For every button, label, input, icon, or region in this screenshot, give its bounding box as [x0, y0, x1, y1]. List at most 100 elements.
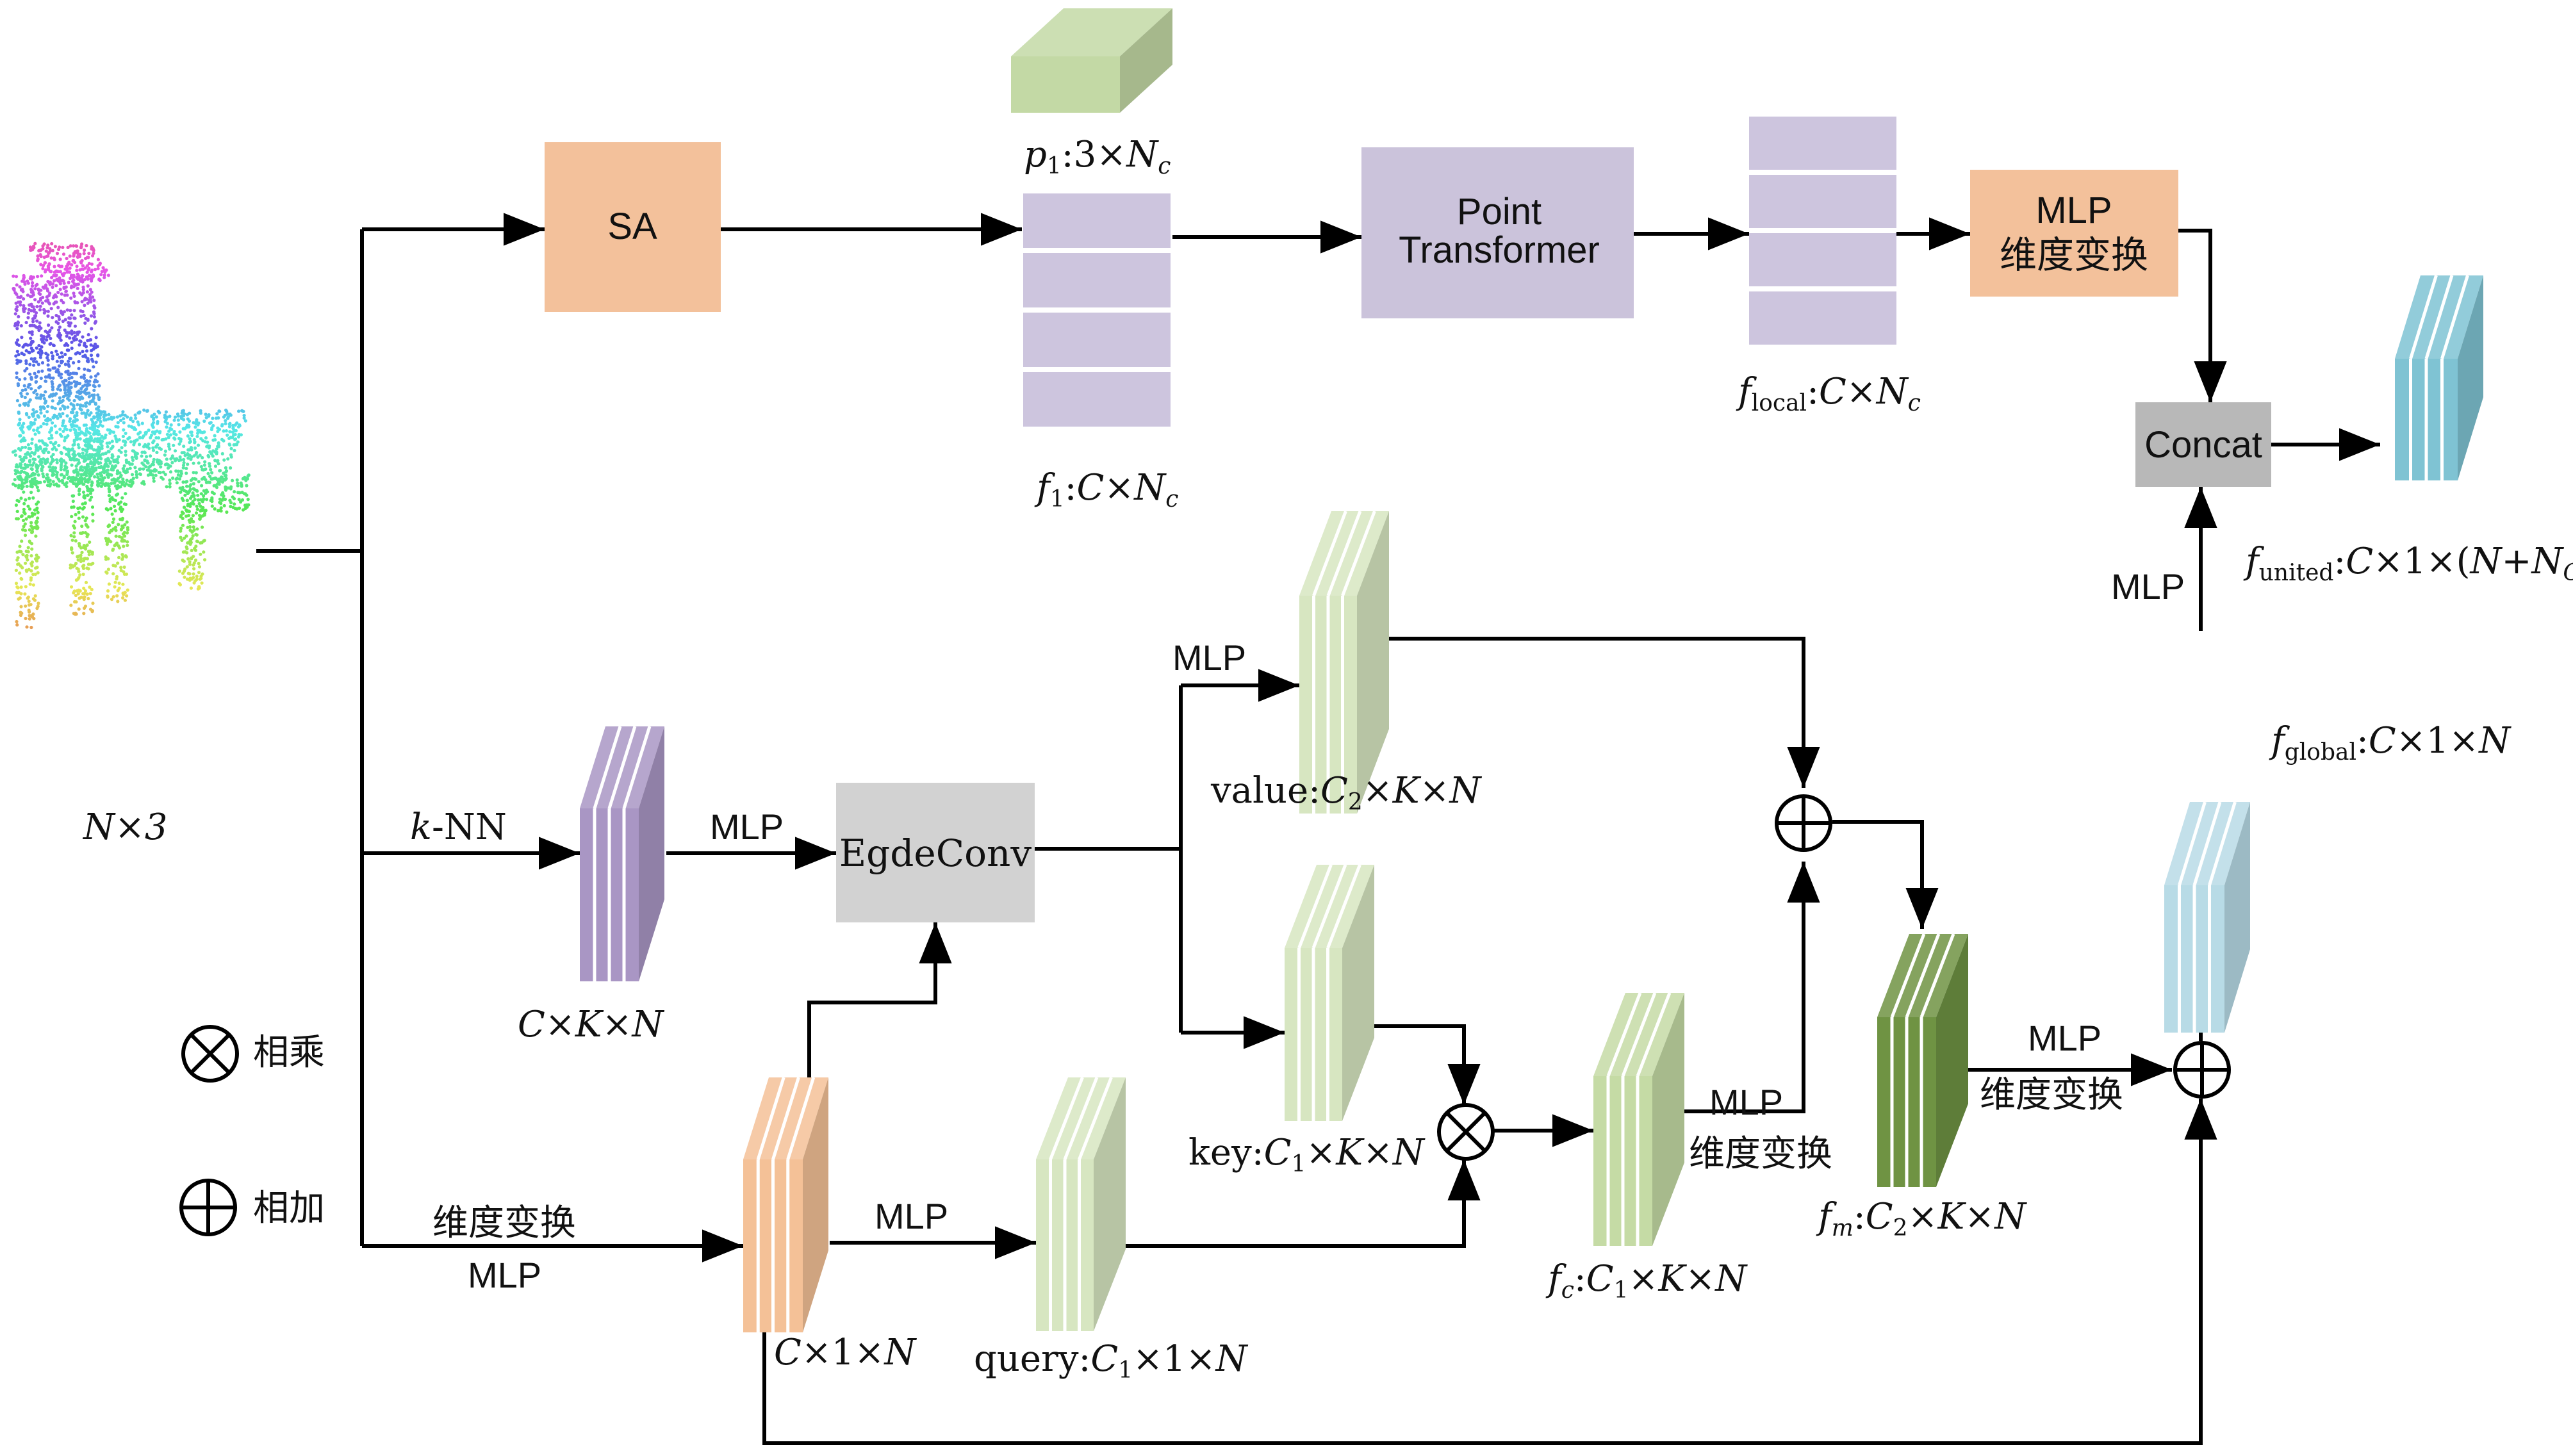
point-cloud-dot [78, 339, 82, 343]
point-cloud-dot [30, 485, 34, 489]
point-cloud-dot [233, 490, 236, 494]
point-cloud-dot [32, 391, 36, 395]
point-cloud-dot [76, 558, 80, 562]
point-cloud-dot [107, 484, 111, 488]
point-cloud-dot [37, 455, 41, 459]
value-cuboid-slab-line [1312, 511, 1347, 596]
point-cloud-dot [92, 388, 96, 393]
point-cloud-dot [246, 498, 250, 502]
point-cloud-dot [99, 420, 103, 423]
point-cloud-dot [51, 385, 54, 389]
point-cloud-dot [13, 323, 17, 327]
point-cloud-dot [81, 267, 85, 271]
point-cloud-dot [28, 540, 32, 544]
point-cloud-dot [106, 594, 110, 598]
point-cloud-dot [51, 357, 54, 361]
point-cloud-dot [85, 275, 88, 279]
point-cloud-dot [217, 409, 221, 413]
point-cloud-dot [229, 466, 233, 470]
point-cloud-dot [30, 332, 34, 336]
point-cloud-dot [124, 431, 127, 436]
point-cloud-dot [25, 413, 29, 416]
point-cloud-dot [80, 524, 84, 528]
point-cloud-dot [51, 394, 54, 398]
ckn-label-part: N [631, 1004, 665, 1045]
point-cloud-dot [18, 596, 22, 600]
mlp-dim-top-label-line2: 维度变换 [2000, 234, 2148, 276]
point-cloud-dot [72, 439, 76, 443]
funited-label-part: C [2563, 560, 2573, 586]
tensor-cuboids [580, 8, 2483, 1332]
point-cloud-dot [179, 527, 183, 530]
point-cloud-dot [111, 547, 115, 552]
point-cloud-dot [19, 359, 22, 363]
point-cloud-dot [23, 377, 27, 380]
point-cloud-dot [181, 486, 185, 489]
point-cloud-dot [38, 292, 42, 296]
point-cloud-dot [178, 430, 182, 434]
point-cloud-dot [82, 313, 86, 317]
point-cloud-dot [16, 384, 21, 388]
fglobal-label-part: global [2285, 739, 2356, 765]
c1n-cuboid-slab-line [771, 1077, 800, 1160]
point-cloud-dot [35, 410, 38, 414]
point-cloud-dot [72, 470, 76, 473]
point-cloud-dot [119, 566, 123, 569]
point-cloud-dot [197, 480, 201, 484]
point-cloud-dot [83, 304, 86, 307]
fglobal-cuboid-face [2224, 802, 2250, 1033]
point-cloud-dot [69, 566, 72, 570]
point-cloud-dot [111, 430, 115, 434]
point-cloud-dot [67, 448, 70, 452]
c1n-cuboid [743, 1077, 828, 1332]
point-cloud-dot [85, 535, 89, 539]
point-cloud-dot [99, 273, 103, 277]
point-cloud-dot [69, 428, 72, 432]
point-cloud-dot [58, 265, 62, 268]
point-cloud-dot [204, 509, 208, 512]
point-cloud-dot [88, 288, 92, 291]
point-cloud-dot [165, 432, 169, 436]
point-cloud-dot [109, 507, 113, 511]
point-cloud-dot [22, 502, 26, 505]
point-cloud-dot [218, 469, 222, 473]
point-cloud-dot [115, 415, 119, 419]
p1-cuboid-face [1011, 56, 1120, 113]
point-cloud-dot [36, 448, 40, 452]
key-cuboid-slab-line [1326, 864, 1361, 949]
point-cloud-dot [131, 420, 135, 423]
point-cloud-dot [114, 534, 118, 538]
point-cloud-dot [195, 507, 199, 511]
point-cloud-dot [54, 269, 58, 273]
fm-cuboid-slab-line [1919, 933, 1955, 1018]
point-cloud-dot [69, 386, 73, 389]
point-cloud-dot [79, 387, 83, 391]
point-cloud-dot [193, 446, 197, 450]
point-cloud-dot [69, 357, 72, 361]
point-cloud-dot [75, 411, 79, 415]
point-cloud-dot [17, 410, 21, 414]
point-cloud-dot [113, 509, 117, 513]
point-cloud-dot [79, 309, 83, 313]
funited-label-part: ×1×( [2373, 541, 2470, 582]
point-cloud-dot [213, 507, 217, 511]
point-cloud-dot [31, 408, 35, 412]
point-cloud-dot [85, 243, 88, 248]
point-cloud-dot [168, 447, 172, 451]
flocal-label-part: × [1846, 371, 1877, 413]
point-cloud-dot [44, 442, 47, 446]
point-cloud-dot [35, 429, 39, 432]
point-cloud-dot [157, 436, 161, 440]
point-cloud-dot [60, 351, 63, 355]
point-cloud-dot [127, 436, 131, 439]
point-cloud-dot [76, 452, 80, 456]
point-cloud-dot [13, 453, 17, 457]
point-cloud-dot [106, 589, 110, 593]
point-cloud-dot [18, 285, 22, 289]
input-size-label: N×3 [82, 806, 168, 848]
point-cloud-dot [53, 279, 56, 282]
point-cloud-dot [28, 372, 32, 376]
point-cloud-dot [48, 468, 52, 473]
point-cloud-dot [62, 279, 65, 283]
point-cloud-dot [117, 535, 121, 539]
